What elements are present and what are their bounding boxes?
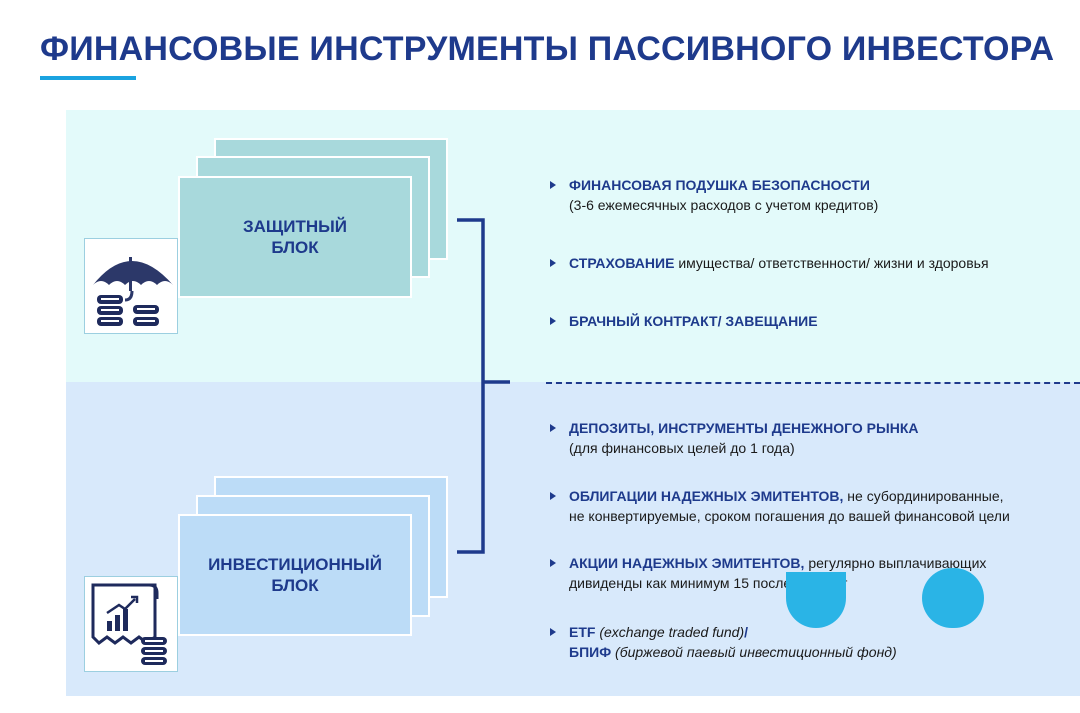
- decorative-blob: [922, 568, 984, 628]
- decorative-blob: [786, 572, 846, 628]
- bullet-arrow-icon: [550, 317, 556, 325]
- bullet-arrow-icon: [550, 492, 556, 500]
- umbrella-coins-icon: [84, 238, 178, 334]
- item-title: БПИФ: [569, 644, 612, 660]
- item-description: дивиденды как минимум 15 последних лет: [569, 575, 848, 591]
- protective-block-label-2: БЛОК: [271, 238, 319, 257]
- protective-block-label-1: ЗАЩИТНЫЙ: [243, 217, 347, 236]
- investment-block-card: ИНВЕСТИЦИОННЫЙ БЛОК: [178, 514, 412, 636]
- item-description: (exchange traded fund): [595, 624, 745, 640]
- document-chart-coins-icon: [84, 576, 178, 672]
- bullet-arrow-icon: [550, 628, 556, 636]
- page-title: ФИНАНСОВЫЕ ИНСТРУМЕНТЫ ПАССИВНОГО ИНВЕСТ…: [40, 30, 1055, 68]
- bullet-arrow-icon: [550, 559, 556, 567]
- item-title: СТРАХОВАНИЕ: [569, 255, 675, 271]
- item-description: не субординированные,: [843, 488, 1004, 504]
- item-title: ETF: [569, 624, 596, 640]
- item-description: (3-6 ежемесячных расходов с учетом креди…: [569, 197, 879, 213]
- item-title: ФИНАНСОВАЯ ПОДУШКА БЕЗОПАСНОСТИ: [569, 177, 870, 193]
- item-title: ОБЛИГАЦИИ НАДЕЖНЫХ ЭМИТЕНТОВ,: [569, 488, 844, 504]
- item-description: не конвертируемые, сроком погашения до в…: [569, 508, 1010, 524]
- investment-block-label-1: ИНВЕСТИЦИОННЫЙ: [208, 555, 382, 574]
- section-divider: [546, 382, 1080, 384]
- bullet-arrow-icon: [550, 259, 556, 267]
- item-separator: /: [744, 624, 748, 640]
- item-description: (биржевой паевый инвестиционный фонд): [611, 644, 897, 660]
- item-title: ДЕПОЗИТЫ, ИНСТРУМЕНТЫ ДЕНЕЖНОГО РЫНКА: [569, 420, 919, 436]
- bullet-arrow-icon: [550, 181, 556, 189]
- item-description: регулярно выплачивающих: [804, 555, 987, 571]
- protective-block-card: ЗАЩИТНЫЙ БЛОК: [178, 176, 412, 298]
- investment-block-label-2: БЛОК: [271, 576, 319, 595]
- item-title: АКЦИИ НАДЕЖНЫХ ЭМИТЕНТОВ,: [569, 555, 805, 571]
- title-underline: [40, 76, 136, 80]
- connector-bracket: [457, 218, 510, 554]
- item-description: (для финансовых целей до 1 года): [569, 440, 795, 456]
- bullet-arrow-icon: [550, 424, 556, 432]
- item-description: имущества/ ответственности/ жизни и здор…: [674, 255, 989, 271]
- item-title: БРАЧНЫЙ КОНТРАКТ/ ЗАВЕЩАНИЕ: [569, 313, 818, 329]
